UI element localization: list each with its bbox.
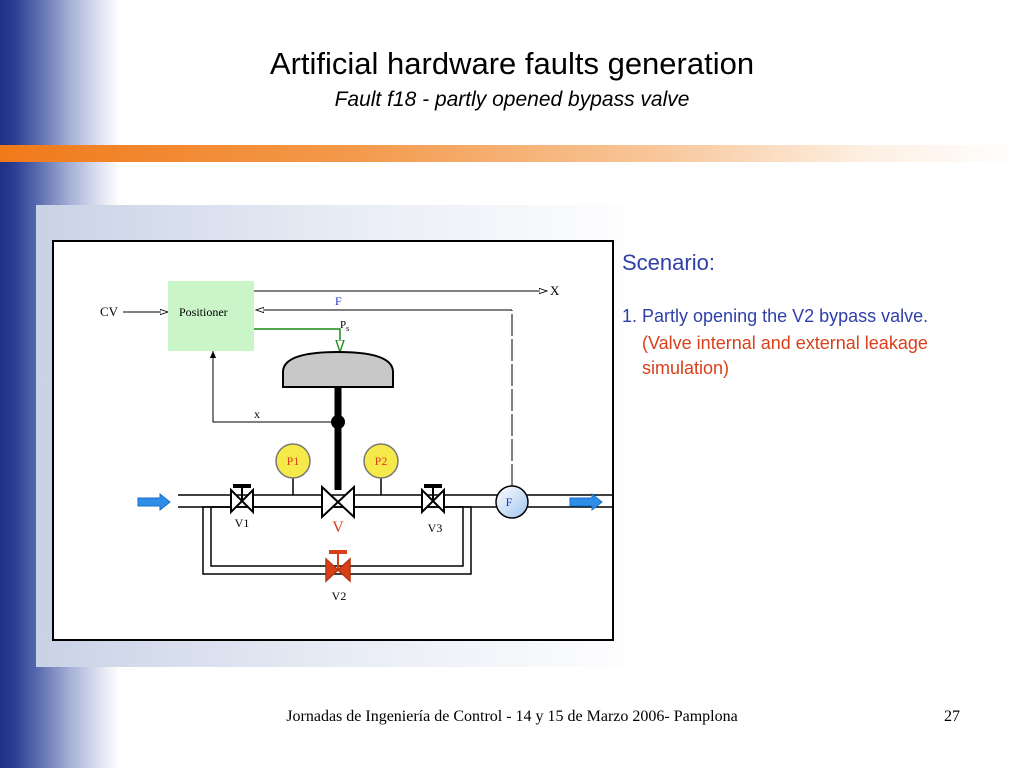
outflow-arrow-icon — [569, 492, 603, 512]
p2-label: P2 — [375, 454, 388, 468]
v-label: V — [332, 519, 344, 536]
x-feedback-line — [209, 351, 338, 423]
scenario-item: 1. Partly opening the V2 bypass valve. — [622, 306, 929, 326]
control-valve-v — [321, 484, 355, 520]
v3-label: V3 — [428, 521, 443, 535]
cv-label: CV — [100, 304, 119, 319]
flowmeter-label: F — [506, 495, 513, 509]
f-signal-label: F — [335, 294, 342, 308]
pressure-gauge-p1 — [275, 443, 311, 479]
process-diagram: CV Positioner X F Ps x P1 P2 F V1 V V3 V… — [52, 240, 614, 641]
page-number: 27 — [944, 708, 960, 725]
p1-label: P1 — [287, 454, 300, 468]
bypass-valve-v2 — [325, 550, 351, 583]
valve-v3 — [421, 484, 445, 515]
flowmeter — [495, 485, 529, 519]
stem-position-node — [331, 415, 345, 429]
slide-title: Artificial hardware faults generation — [269, 46, 755, 81]
slide-subtitle: Fault f18 - partly opened bypass valve — [334, 88, 690, 111]
ps-pressure-line — [254, 328, 340, 352]
positioner-label: Positioner — [179, 305, 228, 319]
pressure-gauge-p2 — [363, 443, 399, 479]
inflow-arrow-icon — [137, 492, 171, 512]
valve-v1 — [230, 484, 254, 515]
x-feedback-label: x — [254, 407, 260, 421]
v1-label: V1 — [235, 516, 250, 530]
ps-label: Ps — [340, 319, 349, 333]
footer-text: Jornadas de Ingeniería de Control - 14 y… — [286, 708, 738, 725]
scenario-note: (Valve internal and external leakage sim… — [642, 333, 928, 378]
positioner-block — [168, 281, 254, 351]
x-output-label: X — [550, 283, 560, 298]
v2-label: V2 — [332, 589, 347, 603]
scenario-title: Scenario: — [622, 250, 715, 275]
valve-actuator — [282, 350, 394, 388]
orange-divider-bar — [0, 145, 1024, 162]
